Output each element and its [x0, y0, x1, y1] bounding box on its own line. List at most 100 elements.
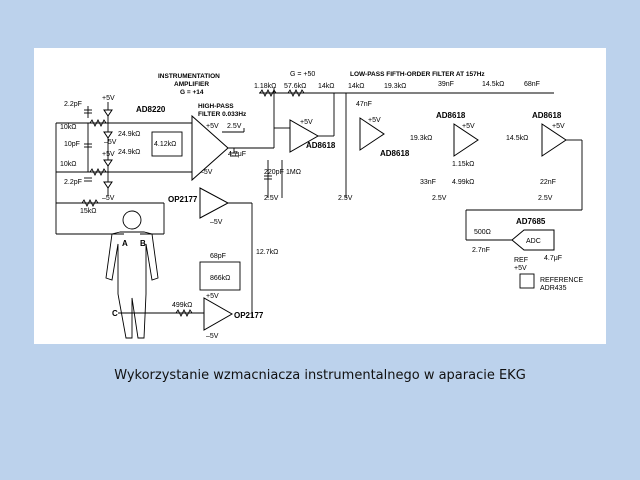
inamp-gain: G = +14: [180, 89, 204, 96]
inamp-title-2: AMPLIFIER: [174, 81, 209, 88]
res-14k-a-label: 14kΩ: [318, 83, 335, 90]
cap-2p2-top-label: 2.2pF: [64, 101, 82, 108]
adc-label: ADC: [526, 238, 541, 245]
vref-2v5-c: 2.5V: [338, 195, 353, 202]
op2177-stages: OP2177 –5V 12.7kΩ 68pF 866kΩ +5V –5V OP2…: [118, 187, 278, 340]
slide-caption: Wykorzystanie wzmacniacza instrumentalne…: [114, 368, 526, 383]
res-57k6-label: 57.6kΩ: [284, 83, 306, 90]
op2177-a-label: OP2177: [168, 195, 198, 204]
res-1m-label: 1MΩ: [286, 169, 301, 176]
op2177-b-pos-supply: +5V: [206, 293, 219, 300]
op2177-a-amp: [199, 187, 230, 219]
lowpass-filter: 14kΩ 14kΩ 19.3kΩ 39nF 14.5kΩ 68nF 47nF +…: [318, 81, 583, 211]
vref-2v5-d: 2.5V: [432, 195, 447, 202]
diode-icon: [103, 131, 113, 139]
res-500-label: 500Ω: [474, 229, 491, 236]
gain-stage-label: G = +50: [290, 71, 315, 78]
res-14k5-b-label: 14.5kΩ: [506, 135, 528, 142]
ad8618-b-label: AD8618: [380, 149, 410, 158]
schematic-drawing: INSTRUMENTATION AMPLIFIER G = +14 G = +5…: [55, 71, 584, 340]
diode-pos-supply-top: +5V: [102, 95, 115, 102]
reference-label-1: REFERENCE: [540, 277, 584, 284]
amp-d-pos-supply: +5V: [552, 123, 565, 130]
res-12k7-label: 12.7kΩ: [256, 249, 278, 256]
head-icon: [122, 210, 142, 230]
res-19k3-a-label: 19.3kΩ: [384, 83, 406, 90]
res-24k9-b-label: 24.9kΩ: [118, 149, 140, 156]
gain-stage: 1.18kΩ 57.6kΩ +5V AD8618 220pF 2.5V 1MΩ: [254, 83, 354, 202]
diode-icon: [103, 181, 113, 189]
cap-2n7-label: 2.7nF: [472, 247, 490, 254]
res-19k3-b-label: 19.3kΩ: [410, 135, 432, 142]
cap-47n-label: 47nF: [356, 101, 372, 108]
ad8618-d-label: AD8618: [532, 111, 562, 120]
ref-label: REF: [514, 257, 528, 264]
ad8220-neg-supply: –5V: [200, 169, 213, 176]
cap-2p2-bot-label: 2.2pF: [64, 179, 82, 186]
diode-pos-supply-bot: +5V: [102, 151, 115, 158]
diode-icon: [103, 109, 113, 117]
res-10k-bot-label: 10kΩ: [60, 161, 77, 168]
cap-22n-label: 22nF: [540, 179, 556, 186]
ad8618-c-amp: [453, 123, 479, 157]
reference-label-2: ADR435: [540, 285, 567, 292]
cap-4u7-a-label: 4.7μF: [228, 151, 246, 158]
amp-a-pos-supply: +5V: [300, 119, 313, 126]
ad8618-c-label: AD8618: [436, 111, 466, 120]
lpf-title: LOW-PASS FIFTH-ORDER FILTER AT 157Hz: [350, 71, 485, 78]
ad8618-d-amp: [541, 123, 567, 157]
ad8220-amp: [191, 114, 229, 182]
res-1k15-label: 1.15kΩ: [452, 161, 474, 168]
amp-c-pos-supply: +5V: [462, 123, 475, 130]
ad7685-label: AD7685: [516, 217, 546, 226]
res-24k9-a-label: 24.9kΩ: [118, 131, 140, 138]
body-icon: [105, 231, 159, 339]
hpf-title-1: HIGH-PASS: [198, 103, 234, 110]
electrode-c-label: C: [112, 309, 118, 318]
res-15k-label: 15kΩ: [80, 208, 97, 215]
cap-4u7-b-label: 4.7μF: [544, 255, 562, 262]
adc-pos-supply: +5V: [514, 265, 527, 272]
ad8220-pos-supply: +5V: [206, 123, 219, 130]
res-4k12-label: 4.12kΩ: [154, 141, 176, 148]
res-14k-b-label: 14kΩ: [348, 83, 365, 90]
op2177-a-neg-supply: –5V: [210, 219, 223, 226]
ad8220-stage: AD8220 24.9kΩ 24.9kΩ 4.12kΩ +5V –5V 2.5V…: [118, 105, 274, 182]
op2177-b-label: OP2177: [234, 311, 264, 320]
cap-33n-label: 33nF: [420, 179, 436, 186]
cap-220p-label: 220pF: [264, 169, 284, 176]
res-10k-top-label: 10kΩ: [60, 124, 77, 131]
input-protection-network: 2.2pF 10kΩ 10pF 10kΩ 2.2pF: [55, 95, 164, 215]
op2177-b-amp: [203, 297, 234, 331]
op2177-b-neg-supply: –5V: [206, 333, 219, 340]
adc-section: AD7685 ADC 500Ω 2.7nF REF +5V 4.7μF REFE…: [465, 210, 584, 292]
electrode-a-label: A: [122, 239, 128, 248]
res-866k-label: 866kΩ: [210, 275, 230, 282]
vref-2v5-a: 2.5V: [227, 123, 242, 130]
amp-b-pos-supply: +5V: [368, 117, 381, 124]
inamp-title-1: INSTRUMENTATION: [158, 73, 220, 80]
electrode-b-label: B: [140, 239, 146, 248]
res-14k5-a-label: 14.5kΩ: [482, 81, 504, 88]
diode-neg-supply-bot: –5V: [102, 195, 115, 202]
ad8220-label: AD8220: [136, 105, 166, 114]
patient-figure: A B C: [55, 203, 165, 339]
diode-neg-supply-top: –5V: [104, 139, 117, 146]
hpf-title-2: FILTER 0.033Hz: [198, 111, 247, 118]
res-1k18-label: 1.18kΩ: [254, 83, 276, 90]
cap-39n-label: 39nF: [438, 81, 454, 88]
adc-block: [511, 229, 555, 251]
cap-10p-label: 10pF: [64, 141, 80, 148]
vref-2v5-b: 2.5V: [264, 195, 279, 202]
res-4k99-label: 4.99kΩ: [452, 179, 474, 186]
cap-68n-label: 68nF: [524, 81, 540, 88]
ecg-schematic: INSTRUMENTATION AMPLIFIER G = +14 G = +5…: [34, 48, 606, 344]
cap-68p-label: 68pF: [210, 253, 226, 260]
res-499k-label: 499kΩ: [172, 302, 192, 309]
diode-icon: [103, 159, 113, 167]
vref-2v5-e: 2.5V: [538, 195, 553, 202]
ad8618-a-label: AD8618: [306, 141, 336, 150]
ad8618-b-amp: [359, 117, 385, 151]
ad8618-a-amp: [289, 119, 320, 153]
